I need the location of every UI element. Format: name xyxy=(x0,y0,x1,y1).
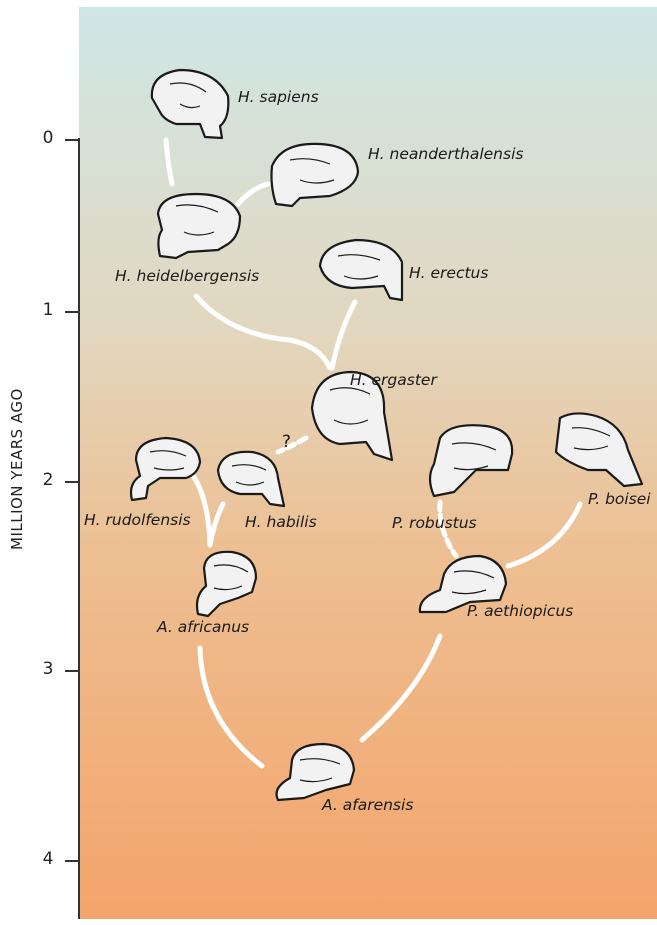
uncertain-link-question-mark: ? xyxy=(282,432,291,452)
label-h-erectus: H. erectus xyxy=(409,264,488,282)
label-a-afarensis: A. afarensis xyxy=(322,796,413,814)
tick-mark-1 xyxy=(65,311,79,313)
tick-mark-0 xyxy=(65,139,79,141)
label-h-rudolfensis: H. rudolfensis xyxy=(84,511,191,529)
tick-mark-2 xyxy=(65,481,79,483)
label-h-ergaster: H. ergaster xyxy=(350,371,437,389)
time-axis-line xyxy=(78,138,80,919)
tick-mark-3 xyxy=(65,670,79,672)
axis-title: MILLION YEARS AGO xyxy=(8,388,26,550)
tick-label-2: 2 xyxy=(38,470,58,490)
tick-label-0: 0 xyxy=(38,128,58,148)
tick-label-1: 1 xyxy=(38,300,58,320)
label-h-heidelbergensis: H. heidelbergensis xyxy=(115,267,259,285)
tick-mark-4 xyxy=(65,860,79,862)
label-p-aethiopicus: P. aethiopicus xyxy=(467,602,573,620)
tick-label-3: 3 xyxy=(38,659,58,679)
label-p-boisei: P. boisei xyxy=(588,490,651,508)
label-h-sapiens: H. sapiens xyxy=(238,88,319,106)
label-h-habilis: H. habilis xyxy=(245,513,317,531)
label-h-neanderthalensis: H. neanderthalensis xyxy=(368,145,523,163)
tick-label-4: 4 xyxy=(38,849,58,869)
label-p-robustus: P. robustus xyxy=(392,514,477,532)
label-a-africanus: A. africanus xyxy=(157,618,249,636)
